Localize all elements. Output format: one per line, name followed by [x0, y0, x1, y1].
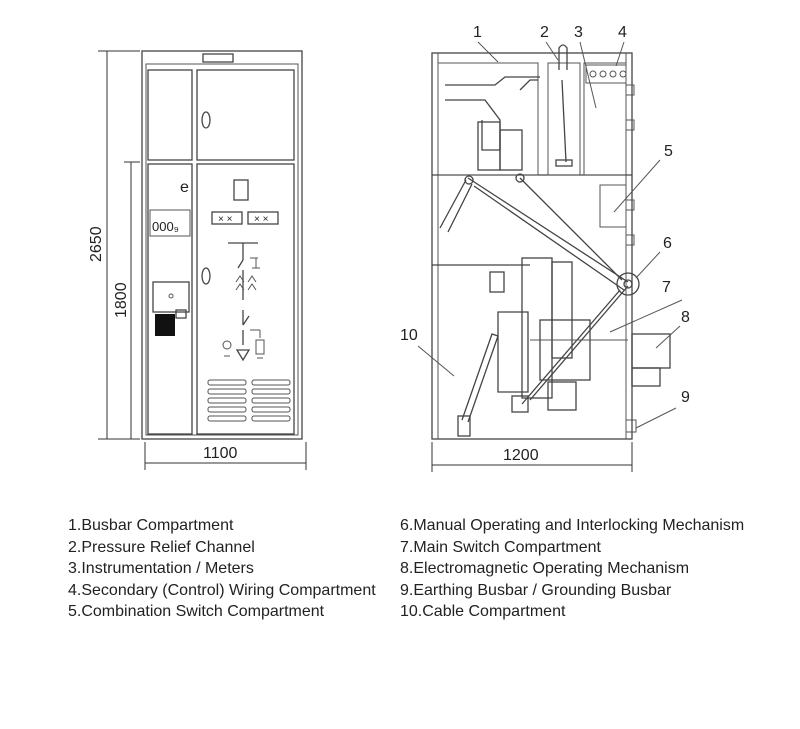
legend-item-10: 10.Cable Compartment	[400, 603, 566, 620]
mimic-diagram	[222, 242, 265, 362]
legend-item-7: 7.Main Switch Compartment	[400, 538, 601, 556]
legend-item-8: 8.Electromagnetic Operating Mechanism	[400, 560, 690, 577]
dim-1800: 1800	[113, 161, 140, 439]
front-view: e 000₉ × × × ×	[88, 50, 307, 470]
relay-box-1	[211, 211, 243, 225]
indicator-window	[233, 179, 249, 201]
meter-text: 000₉	[152, 219, 179, 234]
callout-5: 5	[664, 143, 673, 160]
dim-1100-label: 1100	[203, 445, 238, 462]
front-cabinet-outline	[141, 50, 303, 440]
relief-hook	[558, 44, 568, 70]
callout-7: 7	[662, 279, 671, 296]
mechanism-hub	[616, 272, 640, 296]
legend-item-9: 9.Earthing Busbar / Grounding Busbar	[400, 581, 672, 599]
dim-1200-label: 1200	[503, 447, 539, 464]
legend-item-4: 4.Secondary (Control) Wiring Compartment	[68, 581, 376, 599]
instrument-compartment	[583, 62, 627, 176]
control-box	[152, 281, 190, 313]
side-view: 1 2 3 4 5 6 7 8 9 10 1200	[400, 24, 690, 472]
cable-strut	[461, 333, 499, 423]
legend-item-6: 6.Manual Operating and Interlocking Mech…	[400, 517, 745, 534]
control-box-dot	[168, 293, 174, 299]
dim-1200: 1200	[431, 442, 633, 472]
callout-6: 6	[663, 235, 672, 252]
legend-item-1: 1.Busbar Compartment	[68, 517, 234, 534]
legend-item-2: 2.Pressure Relief Channel	[68, 538, 255, 556]
top-handle	[202, 53, 234, 63]
dim-1100: 1100	[144, 442, 307, 470]
callout-10: 10	[400, 327, 418, 344]
breaker-truck	[489, 257, 628, 413]
pressure-relief-channel	[547, 62, 581, 176]
side-cabinet-outline	[431, 52, 633, 440]
callout-1: 1	[473, 24, 482, 41]
legend-left: 1.Busbar Compartment 2.Pressure Relief C…	[68, 515, 376, 623]
small-e-mark: e	[180, 179, 189, 196]
meter-window	[149, 209, 191, 237]
callout-8: 8	[681, 309, 690, 326]
front-cabinet-inner	[145, 63, 299, 436]
ventilation-grille	[207, 379, 291, 422]
lower-right-door	[196, 163, 295, 435]
upper-left-door	[147, 69, 193, 161]
relay-box-2	[247, 211, 279, 225]
busbar-compartment	[437, 62, 539, 176]
callout-2: 2	[540, 24, 549, 41]
electromagnetic-mechanism	[631, 333, 671, 369]
control-module-tab	[175, 309, 187, 319]
legend-item-5: 5.Combination Switch Compartment	[68, 603, 325, 620]
relay-label-1: × ×	[218, 214, 233, 225]
callout-9: 9	[681, 389, 690, 406]
busbar-assembly	[445, 76, 540, 171]
lower-door-handle	[201, 267, 211, 285]
dim-2650: 2650	[88, 50, 140, 440]
relay-label-2: × ×	[254, 214, 269, 225]
callouts: 1 2 3 4 5 6 7 8 9 10	[400, 24, 690, 429]
callout-3: 3	[574, 24, 583, 41]
lower-left-panel	[147, 163, 193, 435]
legend-right: 6.Manual Operating and Interlocking Mech…	[400, 515, 744, 623]
callout-4: 4	[618, 24, 627, 41]
upper-door-handle	[201, 111, 211, 129]
dim-1800-label: 1800	[113, 282, 130, 318]
earthing-bar	[625, 419, 637, 433]
combination-switch	[599, 184, 627, 228]
control-module	[155, 314, 175, 336]
dim-2650-label: 2650	[88, 226, 105, 262]
legend-item-3: 3.Instrumentation / Meters	[68, 560, 254, 577]
upper-right-door	[196, 69, 295, 161]
operating-linkage	[439, 173, 640, 405]
